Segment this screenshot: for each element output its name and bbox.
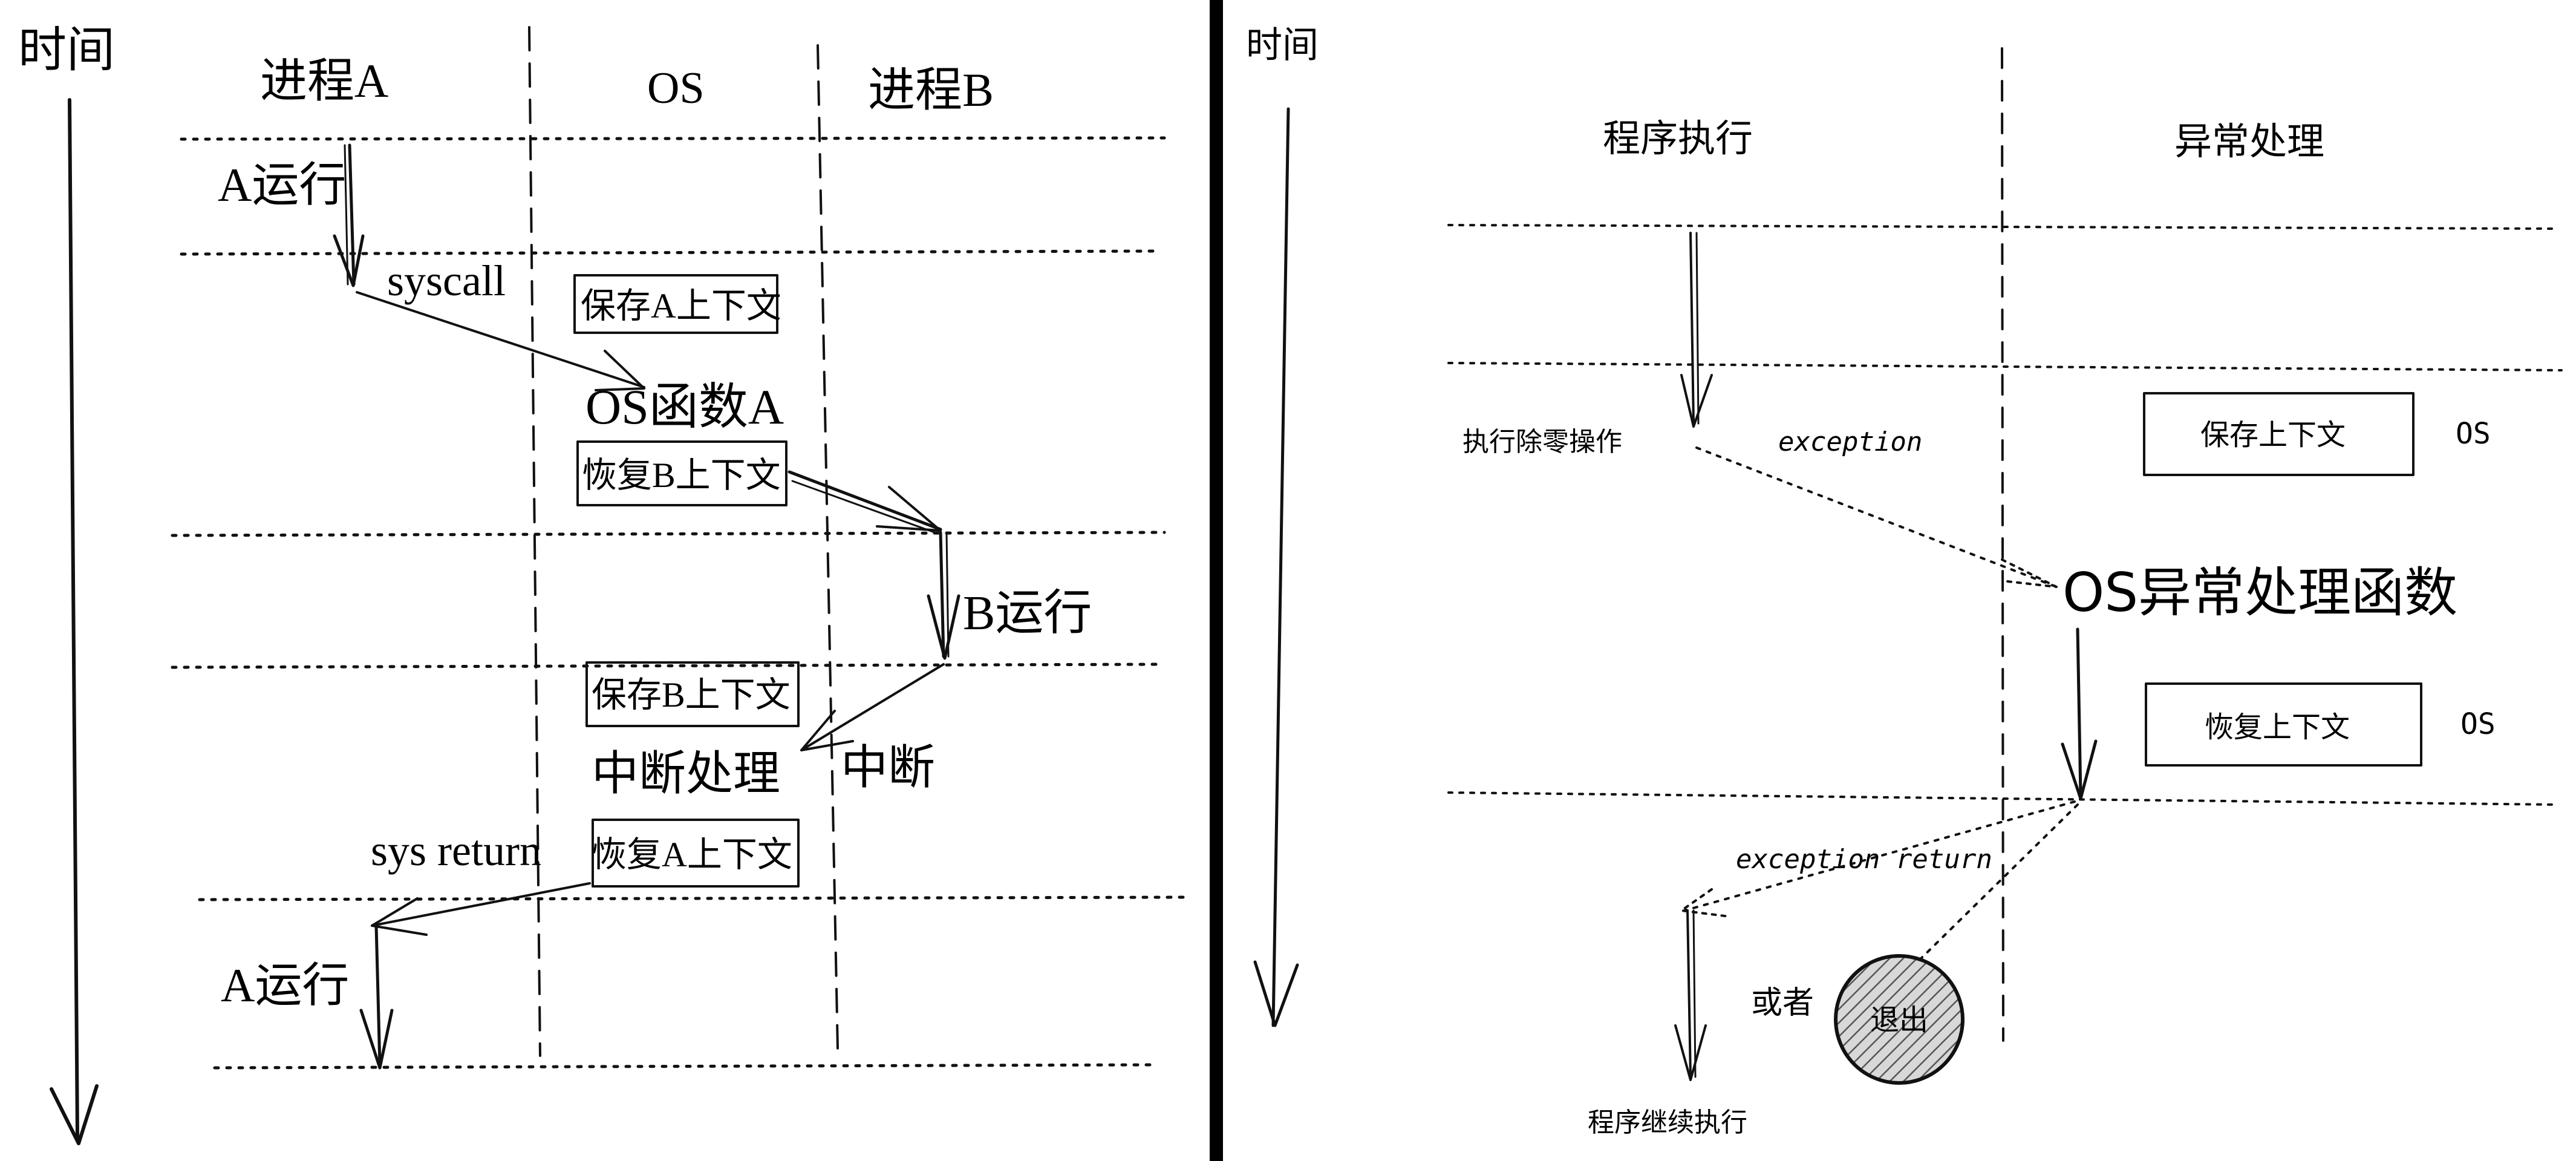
step-restore-b-ctx: 恢复B上下文	[582, 456, 781, 495]
panel-separator	[1210, 0, 1223, 1161]
os-tag-1: OS	[2456, 417, 2491, 451]
arrow-a-run-1	[348, 143, 356, 286]
phase-line	[180, 249, 1160, 256]
box-save-a-ctx	[573, 274, 778, 334]
step-sys-return: sys return	[371, 826, 541, 875]
lane-title-process-b: 进程B	[868, 64, 994, 116]
phase-lines	[171, 136, 1187, 1070]
box-restore-ctx	[2145, 682, 2422, 767]
arrow-to-b	[787, 470, 942, 531]
box-restore-b-ctx	[576, 440, 787, 506]
arrow-a-run-1-double	[344, 144, 349, 286]
arrow-exception	[1695, 446, 2058, 588]
arrow-to-exit	[1913, 803, 2079, 966]
step-exception: exception	[1778, 427, 1922, 457]
arrow-b-run-double	[945, 531, 950, 658]
left-panel: 时间 进程A OS 进程B A运行 syscall 保存A上下文	[18, 24, 1187, 1145]
arrow-program-continue-double	[1692, 909, 1697, 1078]
arrow-b-run	[939, 531, 945, 658]
arrow-exception-return-head	[1680, 888, 1731, 918]
step-a-run-1: A运行	[218, 159, 346, 211]
arrow-exception-head	[2001, 558, 2058, 588]
phase-line	[171, 531, 1166, 537]
arrow-os-func-down-head	[2061, 739, 2098, 800]
step-os-exception-func: OS异常处理函数	[2062, 561, 2457, 624]
step-div-zero: 执行除零操作	[1462, 427, 1622, 457]
box-save-ctx	[2143, 392, 2415, 476]
arrow-program-continue-head	[1674, 1024, 1707, 1081]
step-restore-ctx: 恢复上下文	[2205, 710, 2350, 744]
arrow-to-b-head	[876, 486, 942, 532]
left-time-axis-arrowhead	[50, 1084, 99, 1145]
step-os-func-a: OS函数A	[585, 379, 784, 434]
arrow-syscall	[356, 291, 645, 388]
right-time-axis-arrowhead	[1253, 960, 1299, 1027]
arrow-to-b-double	[791, 480, 936, 534]
phase-line	[1447, 362, 2563, 371]
arrow-exception-return	[1683, 800, 2076, 912]
box-restore-a-ctx	[592, 819, 800, 888]
step-a-run-2: A运行	[221, 959, 349, 1012]
step-save-a-ctx: 保存A上下文	[581, 286, 781, 325]
lane-title-exception-handle: 异常处理	[2174, 119, 2324, 163]
phase-line	[213, 1063, 1154, 1070]
step-program-continue: 程序继续执行	[1588, 1107, 1747, 1138]
lane-divider-os-b	[817, 44, 839, 1051]
os-tag-2: OS	[2460, 707, 2496, 741]
arrow-interrupt-head	[800, 710, 854, 751]
arrow-os-func-down	[2076, 627, 2082, 797]
step-exit: 退出	[1870, 1003, 1928, 1037]
arrow-program-exec-double	[1695, 232, 1700, 425]
step-restore-a-ctx: 恢复A上下文	[592, 835, 792, 874]
right-time-label: 时间	[1246, 24, 1319, 67]
step-save-ctx: 保存上下文	[2200, 418, 2346, 452]
lane-divider-a-os	[528, 26, 541, 1057]
phase-line	[1447, 224, 2560, 230]
arrow-sys-return	[371, 882, 591, 927]
arrow-b-run-head	[927, 594, 960, 660]
step-interrupt-handle: 中断处理	[592, 747, 780, 801]
step-interrupt: 中断	[841, 741, 935, 795]
left-time-label: 时间	[18, 24, 115, 77]
lane-divider-right	[2001, 47, 2004, 1042]
arrow-a-run-2-head	[359, 1009, 394, 1070]
arrow-interrupt	[800, 663, 945, 751]
step-b-run: B运行	[963, 587, 1092, 640]
lane-title-program-exec: 程序执行	[1603, 116, 1753, 160]
arrow-program-exec	[1689, 232, 1695, 425]
step-save-b-ctx: 保存B上下文	[592, 675, 791, 715]
lane-title-os: OS	[647, 64, 705, 113]
phase-line	[171, 662, 1163, 669]
arrow-a-run-2	[374, 924, 382, 1067]
right-panel: 时间 程序执行 异常处理 执行除零操作 exception 保存上下文 OS O…	[1246, 24, 2563, 1138]
arrow-program-exec-head	[1680, 374, 1713, 428]
phase-line	[1447, 791, 2560, 806]
arrow-a-run-1-head	[333, 234, 365, 287]
right-time-axis	[1271, 107, 1290, 1027]
lane-title-process-a: 进程A	[260, 54, 388, 107]
box-save-b-ctx	[585, 661, 800, 727]
right-phase-lines	[1447, 224, 2563, 806]
arrow-syscall-head	[595, 350, 645, 391]
left-time-axis	[68, 98, 79, 1139]
phase-line	[180, 136, 1166, 141]
arrow-sys-return-head	[371, 897, 428, 936]
phase-line	[198, 895, 1187, 901]
step-or: 或者	[1751, 985, 1814, 1021]
arrow-program-continue	[1686, 909, 1692, 1078]
step-syscall: syscall	[387, 257, 506, 305]
exit-circle	[1834, 954, 1965, 1085]
